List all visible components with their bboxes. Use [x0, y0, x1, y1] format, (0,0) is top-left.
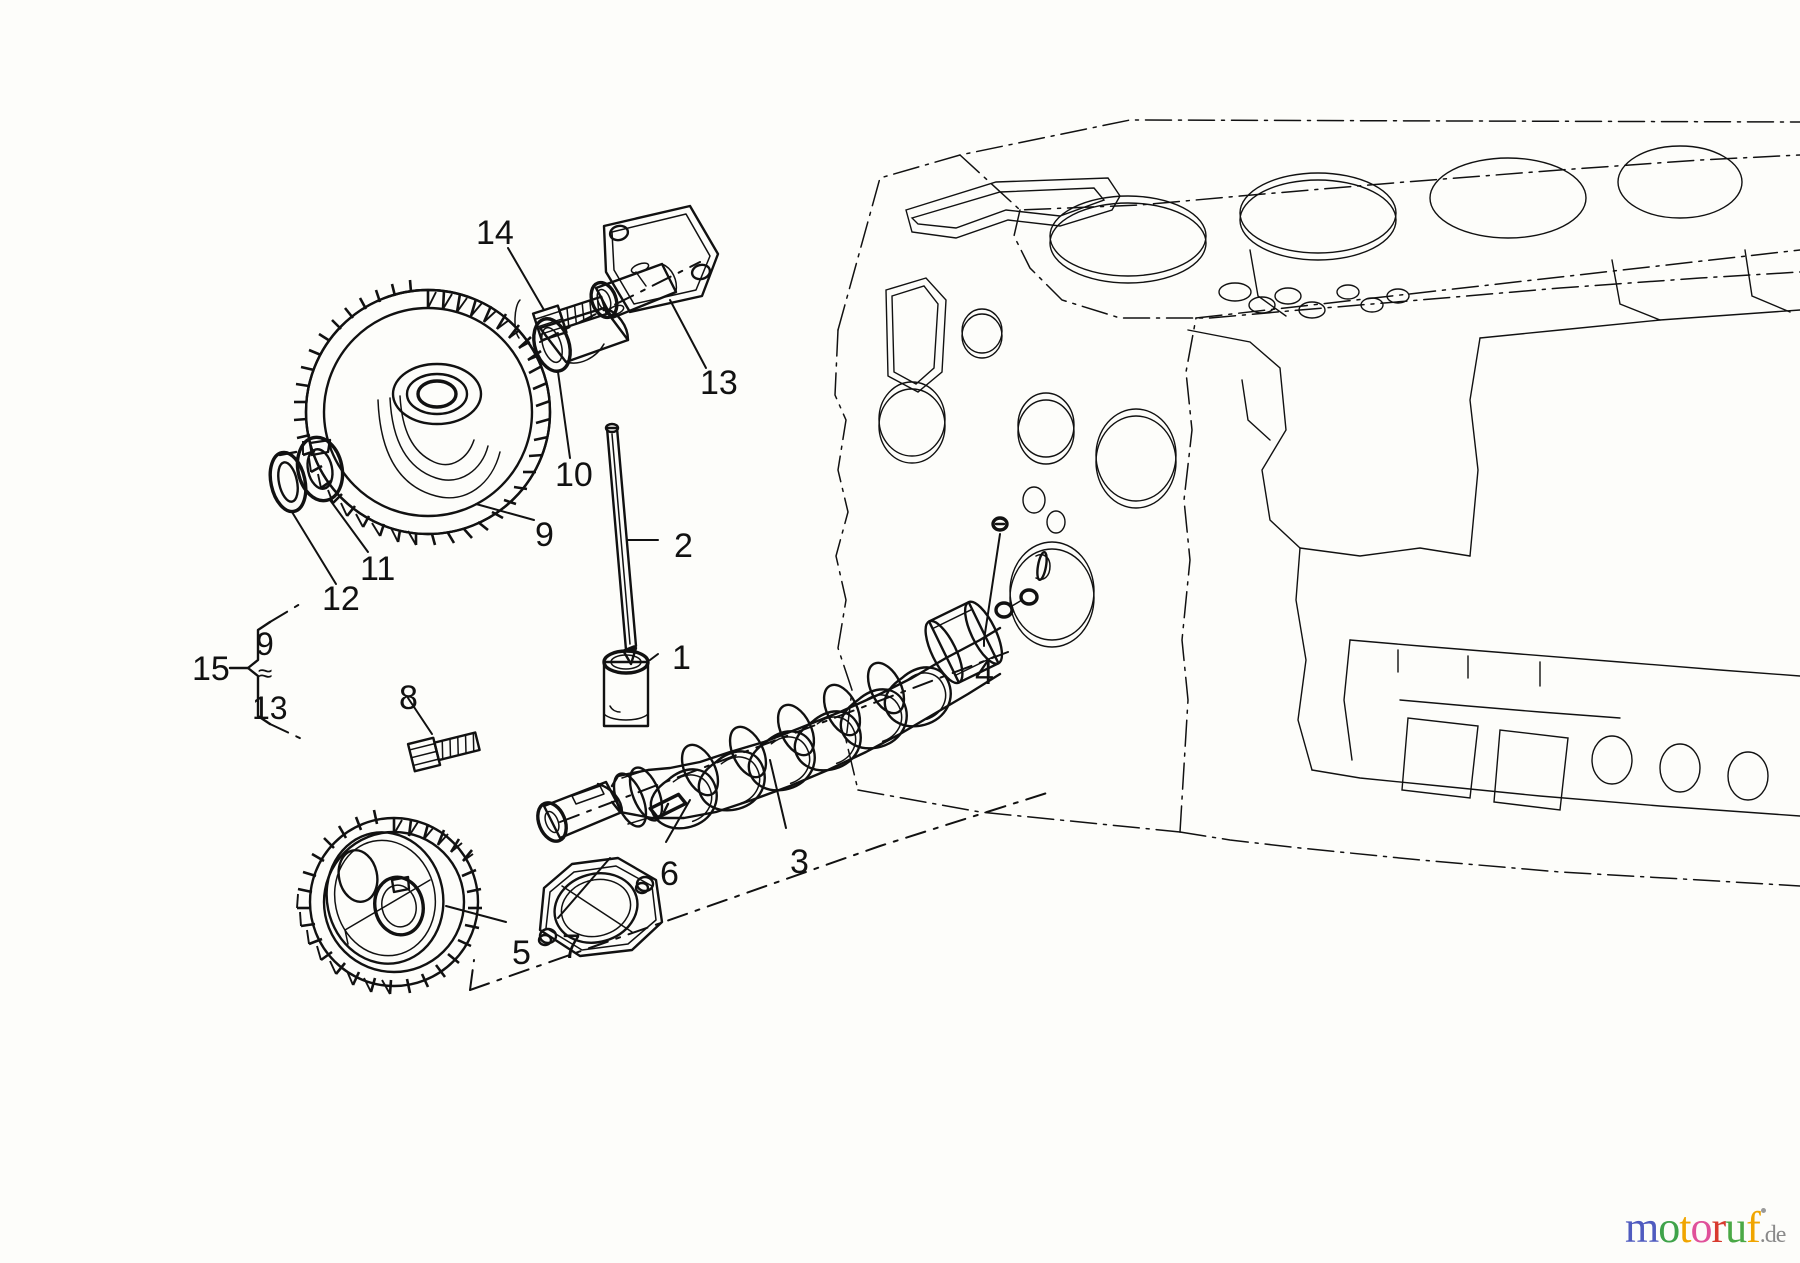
valve-tappet-lifter	[602, 649, 650, 728]
logo-accent-dot	[1761, 1208, 1766, 1213]
callout-12: 12	[322, 580, 360, 618]
callout-9: 9	[535, 516, 554, 554]
idler-gear-snap-ring	[268, 450, 308, 514]
logo-letter-o2: o	[1690, 1203, 1712, 1252]
callout-2: 2	[674, 527, 693, 565]
group-bracket-label-15: 15	[192, 650, 230, 688]
logo-letter-r: r	[1711, 1203, 1726, 1252]
camshaft-front-stub	[536, 766, 664, 843]
leader-lines	[291, 247, 1001, 923]
thrust-plate-bolt	[406, 731, 481, 773]
callout-10: 10	[555, 456, 593, 494]
callout-3: 3	[790, 843, 809, 881]
callout-5: 5	[512, 934, 531, 972]
callout-13: 13	[700, 364, 738, 402]
woodruff-key	[648, 792, 688, 820]
camshaft-thrust-plate	[537, 856, 664, 958]
callout-4: 4	[975, 654, 994, 692]
camshaft	[536, 600, 1009, 843]
callout-7: 7	[562, 928, 581, 966]
group-bracket-tilde: ≈	[258, 658, 273, 688]
logo-letter-f: f	[1746, 1203, 1761, 1252]
callout-14: 14	[476, 214, 514, 252]
logo-letter-u: u	[1725, 1203, 1747, 1252]
bracket-bolt	[514, 295, 608, 342]
logo-suffix-de: .de	[1759, 1222, 1787, 1248]
camshaft-retaining-screw	[991, 516, 1051, 619]
logo-letter-o1: o	[1658, 1203, 1680, 1252]
group-bracket-from-9: 9	[256, 626, 274, 662]
idler-gear-shaft-bracket	[539, 204, 720, 343]
idler-gear	[293, 279, 552, 546]
idler-gear-thrust-washer	[295, 435, 345, 503]
push-rod	[604, 422, 638, 666]
motoruf-watermark-logo: motoruf.de	[1625, 1203, 1787, 1252]
callout-6: 6	[660, 855, 679, 893]
callout-8: 8	[399, 679, 418, 717]
callout-1: 1	[672, 639, 691, 677]
group-bracket-15	[228, 603, 305, 741]
callout-11: 11	[360, 550, 396, 588]
logo-letter-m: m	[1625, 1203, 1659, 1252]
engine-block-ghost	[834, 119, 1800, 887]
group-bracket-to-13: 13	[252, 690, 288, 726]
logo-letter-t: t	[1679, 1203, 1691, 1252]
camshaft-timing-gear	[296, 809, 482, 995]
